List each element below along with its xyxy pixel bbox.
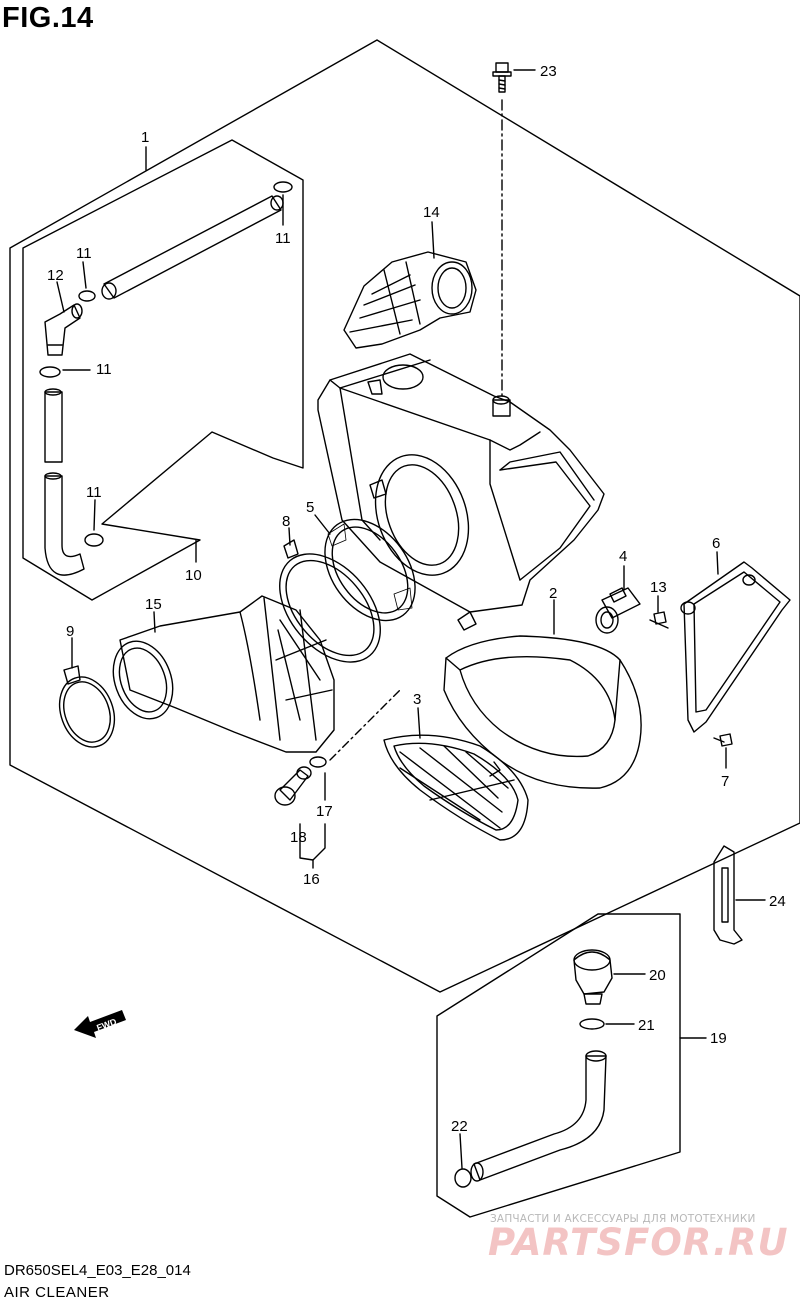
- section-name: AIR CLEANER: [4, 1284, 110, 1301]
- callout-2: 2: [549, 585, 557, 602]
- callout-13: 13: [650, 579, 667, 596]
- filter-element-2: [443, 635, 642, 789]
- breather-hose-short: [44, 388, 63, 463]
- callout-12: 12: [47, 267, 64, 284]
- filter-cage-3: [383, 734, 529, 841]
- callout-15: 15: [145, 596, 162, 613]
- figure-title: FIG.14: [2, 2, 94, 34]
- leader-line: [431, 221, 435, 259]
- breather-hose-long: [101, 195, 284, 300]
- screw-13: [649, 611, 669, 629]
- callout-10: 10: [185, 567, 202, 584]
- watermark-brand-logo: PARTSFOR.RU: [488, 1221, 789, 1264]
- main-assembly-outline: [9, 39, 800, 993]
- leader-line: [93, 499, 96, 531]
- callout-14: 14: [423, 204, 440, 221]
- leader-line: [314, 514, 331, 535]
- intake-duct-14: [343, 251, 477, 349]
- bolt-part-23: [492, 62, 512, 93]
- callout-3: 3: [413, 691, 421, 708]
- watermark-tagline: ЗАПЧАСТИ И АКСЕССУАРЫ ДЛЯ МОТОТЕХНИКИ: [490, 1213, 756, 1225]
- gasket-8: [279, 539, 381, 663]
- grommet-4: [595, 587, 641, 634]
- callout-4: 4: [619, 548, 627, 565]
- leader-line: [288, 527, 291, 546]
- callout-16: 16: [303, 871, 320, 888]
- callout-21: 21: [638, 1017, 655, 1034]
- callout-5: 5: [306, 499, 314, 516]
- callout-18: 18: [290, 829, 307, 846]
- callout-22: 22: [451, 1118, 468, 1135]
- forward-direction-arrow: FWD: [74, 1010, 126, 1038]
- drain-kit-outline: [436, 913, 681, 1218]
- leader-line: [716, 551, 719, 575]
- callout-7: 7: [721, 773, 729, 790]
- leader-line: [417, 707, 421, 739]
- callout-1: 1: [141, 129, 149, 146]
- callout-11-middle: 11: [96, 361, 112, 378]
- callout-6: 6: [712, 535, 720, 552]
- callouts: 1 2 3 4 5 6 7 8 9 10 11 11 11 11 12 13 1…: [47, 63, 786, 1135]
- screw-7: [713, 733, 733, 747]
- leader-line: [459, 1133, 463, 1169]
- callout-23: 23: [540, 63, 557, 80]
- side-cover-6: [680, 561, 791, 733]
- hose-clamp-icon: [39, 366, 61, 378]
- filter-screen-5: [324, 518, 416, 622]
- leader-line: [82, 261, 87, 289]
- dashed-assembly-line: [329, 689, 401, 761]
- callout-11-top: 11: [275, 230, 291, 247]
- leader-line: [56, 281, 65, 313]
- callout-24: 24: [769, 893, 786, 910]
- hose-clamp-21: [579, 1018, 605, 1030]
- model-code: DR650SEL4_E03_E28_014: [4, 1262, 191, 1279]
- callout-20: 20: [649, 967, 666, 984]
- check-valve-20: [573, 949, 613, 1005]
- callout-11-lower: 11: [86, 484, 102, 501]
- hose-clamp-icon: [78, 290, 96, 302]
- callout-8: 8: [282, 513, 290, 530]
- intake-boot-15: [112, 595, 335, 753]
- breather-kit-outline: [22, 139, 304, 601]
- breather-hose-bend: [44, 472, 85, 576]
- clip-icon: [309, 756, 327, 768]
- hose-clamp-icon: [273, 181, 293, 193]
- hose-clamp-9: [58, 665, 116, 748]
- callout-11-upper: 11: [76, 245, 92, 262]
- air-cleaner-housing: [317, 353, 605, 631]
- drain-plug-18: [274, 766, 312, 806]
- callout-19: 19: [710, 1030, 727, 1047]
- leader-line: [153, 611, 156, 633]
- elbow-fitting-12: [44, 303, 83, 356]
- drain-hose-22: [454, 1050, 607, 1188]
- callout-17: 17: [316, 803, 333, 820]
- callout-9: 9: [66, 623, 74, 640]
- hose-clamp-icon: [84, 533, 104, 547]
- retainer-strap-24: [713, 845, 743, 945]
